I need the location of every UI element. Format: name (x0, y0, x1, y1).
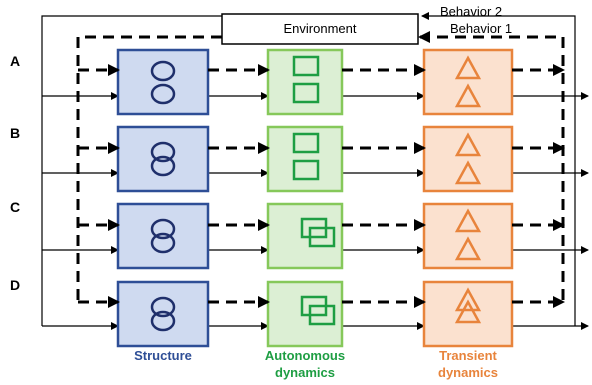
transient-column-label-line1: Transient (439, 348, 497, 363)
linked-circles-icon (150, 296, 176, 332)
transient-dynamics-box (422, 202, 514, 270)
structure-column-label: Structure (134, 348, 192, 363)
separate-squares-icon (292, 132, 320, 181)
row-b: B (10, 125, 589, 193)
autonomous-column-label-line2: dynamics (275, 365, 335, 380)
separate-circles-icon (150, 60, 176, 105)
structure-box (116, 48, 210, 116)
separate-triangles-icon (454, 208, 482, 261)
separate-squares-icon (292, 55, 320, 104)
row-label: D (10, 277, 20, 293)
autonomous-dynamics-box (266, 125, 344, 193)
transient-dynamics-box (422, 280, 514, 348)
row-label: B (10, 125, 20, 141)
row-d: D (10, 277, 589, 348)
transient-column-label-line2: dynamics (438, 365, 498, 380)
behavior-2-feed-line (41, 15, 222, 326)
behavior-2-return-line (421, 12, 576, 326)
overlapping-triangles-icon (454, 287, 482, 324)
linked-circles-icon (150, 141, 176, 177)
separate-triangles-icon (454, 55, 482, 108)
overlapping-squares-icon (300, 217, 336, 248)
behavior-1-feed-line (76, 35, 222, 302)
transient-dynamics-box (422, 125, 514, 193)
behavior-1-label: Behavior 1 (450, 21, 512, 36)
row-c: C (10, 199, 589, 270)
row-label: C (10, 199, 20, 215)
separate-triangles-icon (454, 132, 482, 185)
autonomous-column-label-line1: Autonomous (265, 348, 345, 363)
behavior-2-label: Behavior 2 (440, 4, 502, 19)
behavior-1-return-line (418, 31, 565, 300)
environment-box (221, 13, 419, 45)
environment-label: Environment (284, 21, 357, 36)
row-a: A (10, 48, 589, 116)
row-label: A (10, 53, 20, 69)
structure-box (116, 202, 210, 270)
overlapping-squares-icon (300, 295, 336, 326)
structure-box (116, 125, 210, 193)
linked-circles-icon (150, 218, 176, 254)
structure-box (116, 280, 210, 348)
autonomous-dynamics-box (266, 48, 344, 116)
transient-dynamics-box (422, 48, 514, 116)
